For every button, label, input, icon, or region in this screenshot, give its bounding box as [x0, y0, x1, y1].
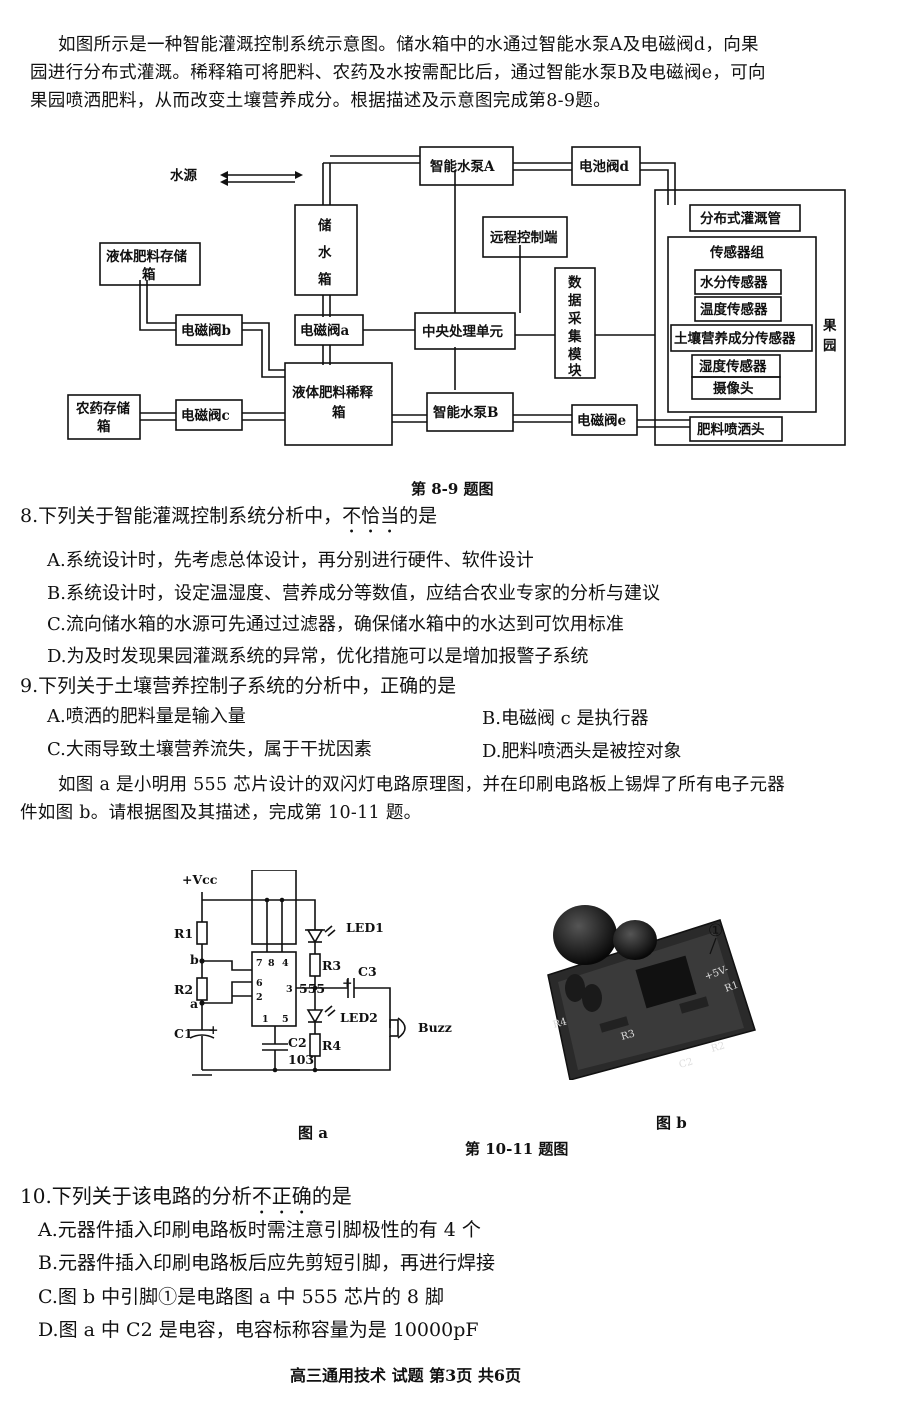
capacitor-c1: [553, 905, 617, 965]
node-a-label: a: [190, 996, 198, 1011]
board-silkscreen-r4: R4: [552, 1016, 568, 1030]
pin-4-label: 4: [282, 958, 289, 969]
valve-b-label: 电磁阀b: [181, 322, 231, 339]
question-10-option-c: C.图 b 中引脚①是电路图 a 中 555 芯片的 8 脚: [38, 1286, 445, 1308]
led-1: [565, 974, 585, 1002]
c1-plus-label: +: [208, 1022, 218, 1037]
led2-label: LED2: [340, 1010, 378, 1025]
question-9-stem: 9.下列关于土壤营养控制子系统的分析中，正确的是: [20, 675, 457, 697]
data-module-label-5: 模: [568, 346, 582, 363]
pin-7-label: 7: [256, 958, 263, 969]
irrigation-pipe-label: 分布式灌溉管: [700, 210, 781, 227]
question-10-option-b: B.元器件插入印刷电路板后应先剪短引脚，再进行焊接: [38, 1252, 496, 1274]
vcc-label: +Vcc: [182, 872, 218, 887]
intro2-line-1: 如图 a 是小明用 555 芯片设计的双闪灯电路原理图，并在印刷电路板上锡焊了所…: [58, 775, 786, 795]
pin-6-label: 6: [256, 978, 263, 989]
question-8-option-a: A.系统设计时，先考虑总体设计，再分别进行硬件、软件设计: [47, 550, 534, 571]
storage-tank-label-1: 储: [317, 217, 332, 234]
orchard-label-2: 园: [823, 338, 837, 354]
pump-a-label: 智能水泵A: [430, 158, 495, 175]
data-module-label-4: 集: [567, 328, 582, 345]
pesticide-tank-label-1: 农药存储: [75, 400, 130, 417]
board-silkscreen-c2: C2: [678, 1056, 695, 1070]
irrigation-system-diagram: 水源 储 水 箱 智能水泵A 电池阀d 远程控制端 液体肥料存储 箱 电磁阀b …: [67, 146, 846, 446]
data-module-label-2: 据: [568, 292, 582, 309]
data-module-label-3: 采: [568, 310, 582, 327]
diagram-caption-8-9: 第 8-9 题图: [411, 480, 494, 498]
question-8-option-d: D.为及时发现果园灌溉系统的异常，优化措施可以是增加报警子系统: [47, 646, 589, 667]
sprayer-label: 肥料喷洒头: [697, 421, 765, 438]
sensor-temperature-label: 温度传感器: [700, 301, 768, 318]
r3-label: R3: [322, 958, 341, 973]
intro-line-1: 如图所示是一种智能灌溉控制系统示意图。储水箱中的水通过智能水泵A及电磁阀d，向果: [58, 35, 759, 55]
led1-label: LED1: [346, 920, 384, 935]
question-10-stem: 10.下列关于该电路的分析不正确的是: [20, 1184, 352, 1208]
storage-tank-label-3: 箱: [318, 271, 332, 288]
liquid-fert-tank-label-1: 液体肥料存储: [106, 248, 187, 265]
circuit-diagram-a: +Vcc R1 b R2 a C1 + 555 C2 103 LED1 R3 C…: [174, 870, 452, 1076]
sensor-group-label: 传感器组: [709, 244, 764, 261]
r4-label: R4: [322, 1038, 341, 1053]
dilution-tank-label-1: 液体肥料稀释: [292, 384, 373, 401]
circuit-board-photo-b: +5V- R4 R3 R2 C2 R1 ①: [547, 905, 756, 1080]
r2-label: R2: [174, 982, 193, 997]
question-8-option-b: B.系统设计时，设定温湿度、营养成分等数值，应结合农业专家的分析与建议: [47, 583, 660, 604]
node-b-label: b: [190, 952, 199, 967]
pin-5-label: 5: [282, 1014, 289, 1025]
pesticide-tank-label-2: 箱: [97, 418, 111, 435]
figure-caption-10-11: 第 10-11 题图: [465, 1140, 569, 1158]
r1-label: R1: [174, 926, 193, 941]
question-8-stem: 8.下列关于智能灌溉控制系统分析中，不恰当的是: [20, 505, 438, 527]
liquid-fert-tank-label-2: 箱: [142, 266, 156, 283]
question-9-option-c: C.大雨导致土壤营养流失，属于干扰因素: [47, 739, 372, 760]
question-9-option-d: D.肥料喷洒头是被控对象: [482, 741, 682, 762]
c2-label: C2: [288, 1035, 307, 1050]
valve-d-label: 电池阀d: [579, 158, 629, 175]
water-source-label: 水源: [170, 167, 197, 184]
question-8-option-c: C.流向储水箱的水源可先通过过滤器，确保储水箱中的水达到可饮用标准: [47, 614, 624, 635]
dilution-tank-label-2: 箱: [332, 404, 346, 421]
pin-1-label: 1: [262, 1014, 269, 1025]
figure-a-caption: 图 a: [298, 1124, 328, 1142]
intro-line-2: 园进行分布式灌溉。稀释箱可将肥料、农药及水按需配比后，通过智能水泵B及电磁阀e，…: [30, 63, 766, 83]
figure-b-caption: 图 b: [656, 1114, 687, 1132]
intro-line-3: 果园喷洒肥料，从而改变土壤营养成分。根据描述及示意图完成第8-9题。: [30, 91, 611, 111]
page-footer: 高三通用技术 试题 第3页 共6页: [290, 1366, 521, 1385]
c1-label: C1: [174, 1026, 193, 1041]
cpu-label: 中央处理单元: [422, 323, 503, 340]
pin-3-label: 3: [286, 984, 293, 995]
pump-b-label: 智能水泵B: [433, 404, 498, 421]
camera-label: 摄像头: [713, 380, 754, 397]
board-silkscreen-r3: R3: [620, 1028, 636, 1042]
valve-e-label: 电磁阀e: [577, 412, 626, 429]
valve-a-label: 电磁阀a: [300, 322, 349, 339]
data-module-label-6: 块: [568, 363, 582, 379]
sensor-moisture-label: 水分传感器: [700, 274, 768, 291]
c3-label: C3: [358, 964, 377, 979]
question-10-option-d: D.图 a 中 C2 是电容，电容标称容量为是 10000pF: [38, 1319, 479, 1341]
pin-2-label: 2: [256, 992, 263, 1003]
question-10-option-a: A.元器件插入印刷电路板时需注意引脚极性的有 4 个: [38, 1219, 481, 1241]
chip-555-label: 555: [299, 981, 325, 996]
buzz-label: Buzz: [418, 1020, 452, 1035]
remote-control-label: 远程控制端: [490, 229, 558, 246]
question-9-option-b: B.电磁阀 c 是执行器: [482, 708, 649, 729]
board-silkscreen-r1: R1: [723, 980, 740, 995]
pin-marker-1: ①: [708, 921, 723, 941]
storage-tank-label-2: 水: [318, 244, 332, 261]
intro2-line-2: 件如图 b。请根据图及其描述，完成第 10-11 题。: [20, 803, 422, 823]
pin-8-label: 8: [268, 958, 275, 969]
valve-c-label: 电磁阀c: [181, 407, 230, 424]
data-module-label-1: 数: [568, 274, 582, 291]
orchard-label-1: 果: [823, 318, 837, 334]
ic-555: [635, 955, 697, 1009]
c2-value-label: 103: [288, 1052, 314, 1067]
question-9-option-a: A.喷洒的肥料量是输入量: [47, 706, 246, 727]
led-2: [582, 984, 602, 1012]
sensor-soil-nutrient-label: 土壤营养成分传感器: [674, 330, 796, 347]
c3-plus-label: +: [342, 975, 352, 990]
capacitor-c3: [613, 920, 657, 960]
sensor-humidity-label: 湿度传感器: [699, 358, 767, 375]
board-silkscreen-r2: R2: [710, 1040, 726, 1054]
